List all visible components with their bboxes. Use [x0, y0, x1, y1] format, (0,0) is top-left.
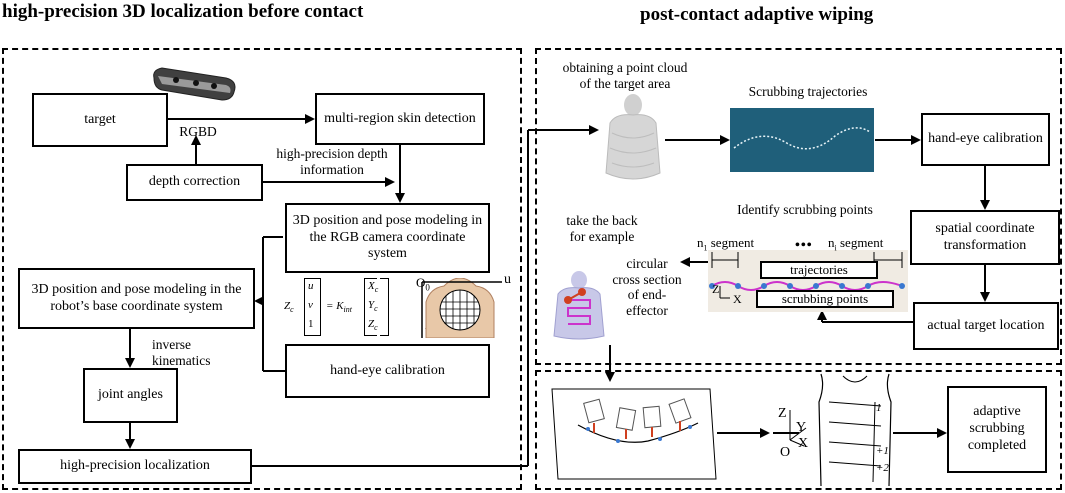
localization-label: high-precision localization	[60, 458, 210, 474]
frame-o-label: O	[780, 445, 791, 460]
dots-label: •••	[795, 238, 813, 253]
rgbd-label: RGBD	[179, 124, 217, 139]
identify-scrubbing-label: Identify scrubbing points	[737, 202, 873, 217]
spatial-transform-label: spatial coordinate transformation	[935, 220, 1035, 253]
right-top-panel	[535, 48, 1062, 365]
skin-detection-label: multi-region skin detection	[324, 110, 476, 126]
depth-correction-label: depth correction	[148, 174, 241, 190]
skin-detection-box: multi-region skin detection	[315, 93, 485, 145]
trajectory-image	[730, 108, 874, 172]
hand-eye-calibration-right-box: hand-eye calibration	[921, 113, 1050, 166]
back-grid-image	[421, 278, 502, 338]
frame-x-label: X	[798, 436, 809, 451]
hand-eye-calibration-label: hand-eye calibration	[330, 362, 445, 378]
camera-modeling-box: 3D position and pose modeling in the RGB…	[285, 203, 490, 273]
take-back-label: take the back for example	[566, 213, 638, 244]
frame-y-label: Y	[796, 420, 807, 435]
scrub-x-label: X	[733, 292, 742, 306]
point-cloud-image	[605, 94, 661, 180]
axis-u-label: u	[504, 272, 511, 287]
point-cloud-label: obtaining a point cloud of the target ar…	[562, 60, 688, 91]
torso-index-3: +2	[876, 462, 889, 474]
n1-segment-label: n1 segment	[697, 235, 755, 253]
camera-axes-o0: O0	[416, 275, 430, 293]
right-section-title: post-contact adaptive wiping	[640, 4, 874, 25]
adaptive-scrubbing-box: adaptive scrubbing completed	[947, 386, 1047, 473]
scrubbing-points-label: scrubbing points	[781, 291, 869, 307]
adaptive-scrubbing-label: adaptive scrubbing completed	[967, 404, 1027, 453]
torso-outline	[818, 373, 892, 487]
joint-angles-box: joint angles	[83, 368, 178, 423]
robot-modeling-label: 3D position and pose modeling in the rob…	[31, 281, 242, 314]
camera-modeling-label: 3D position and pose modeling in the RGB…	[292, 212, 483, 262]
ni-segment-label: ni segment	[828, 235, 884, 253]
left-section-title: high-precision 3D localization before co…	[2, 1, 364, 22]
right-bottom-panel	[535, 370, 1062, 490]
trajectories-box: trajectories	[760, 261, 878, 279]
actual-location-box: actual target location	[913, 302, 1059, 350]
left-panel	[2, 48, 522, 490]
joint-angles-label: joint angles	[98, 387, 163, 403]
circular-section-label: circular cross section of end-effector	[612, 256, 682, 318]
robot-path-parallelogram	[551, 388, 717, 480]
hand-eye-calibration-box: hand-eye calibration	[285, 344, 490, 398]
hand-eye-calibration-right-label: hand-eye calibration	[928, 131, 1043, 147]
depth-info-label: high-precision depth information	[276, 146, 388, 177]
inverse-kinematics-label: inverse kinematics	[152, 337, 211, 368]
torso-index-1: 1	[876, 402, 882, 414]
trajectories-label: trajectories	[790, 262, 848, 278]
spatial-transform-box: spatial coordinate transformation	[910, 210, 1060, 265]
robot-modeling-box: 3D position and pose modeling in the rob…	[18, 268, 255, 329]
target-box: target	[32, 93, 168, 147]
projection-formula: Zc u v 1 = Kint Xc Yc Zc	[284, 278, 414, 340]
scrub-z-label: Z	[712, 282, 720, 296]
scrub-trajectories-label: Scrubbing trajectories	[748, 84, 868, 99]
target-label: target	[84, 111, 116, 127]
actual-location-label: actual target location	[927, 317, 1045, 333]
frame-z-label: Z	[778, 406, 787, 421]
depth-correction-box: depth correction	[126, 164, 263, 201]
back-scrub-path-image	[553, 271, 605, 340]
scrubbing-points-box: scrubbing points	[756, 290, 894, 308]
torso-index-2: +1	[876, 445, 889, 457]
coordinate-frame	[789, 410, 807, 447]
depth-camera-image	[153, 67, 236, 101]
localization-box: high-precision localization	[18, 449, 252, 484]
